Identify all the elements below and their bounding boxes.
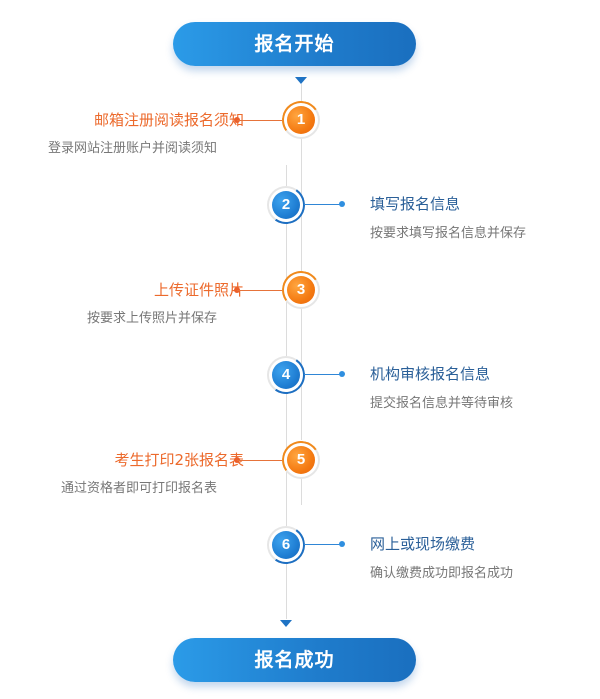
step-3-badge: 3 [278,267,324,313]
step-6-description: 确认缴费成功即报名成功 [370,566,514,581]
step-2-badge: 2 [263,182,309,228]
step-2-description: 按要求填写报名信息并保存 [370,226,527,241]
step-4-title: 机构审核报名信息 [370,365,491,383]
connector-dot [339,541,345,547]
step-3-title: 上传证件照片 [153,281,244,299]
connector-line [304,544,342,545]
timeline-line [286,165,287,186]
connector-line [304,204,342,205]
step-1-title: 邮箱注册阅读报名须知 [93,111,244,129]
connector-line [237,460,283,461]
connector-line [304,374,342,375]
timeline-line [301,84,302,101]
step-5-badge: 5 [278,437,324,483]
step-4-description: 提交报名信息并等待审核 [370,396,514,411]
step-4-badge: 4 [263,352,309,398]
end-banner: 报名成功 [173,638,416,682]
step-5-title: 考生打印2张报名表 [114,451,244,469]
connector-line [237,120,283,121]
step-1-description: 登录网站注册账户并阅读须知 [47,141,217,156]
arrow-down-icon [295,77,307,84]
step-2-title: 填写报名信息 [370,195,461,213]
step-6-badge: 6 [263,522,309,568]
connector-dot [339,371,345,377]
step-3-description: 按要求上传照片并保存 [86,311,217,326]
timeline-line [286,564,287,619]
arrow-down-icon [280,620,292,627]
step-5-description: 通过资格者即可打印报名表 [60,481,217,496]
timeline-line [301,479,302,505]
step-1-badge: 1 [278,97,324,143]
connector-line [237,290,283,291]
connector-dot [339,201,345,207]
start-banner: 报名开始 [173,22,416,66]
step-6-title: 网上或现场缴费 [370,535,476,553]
